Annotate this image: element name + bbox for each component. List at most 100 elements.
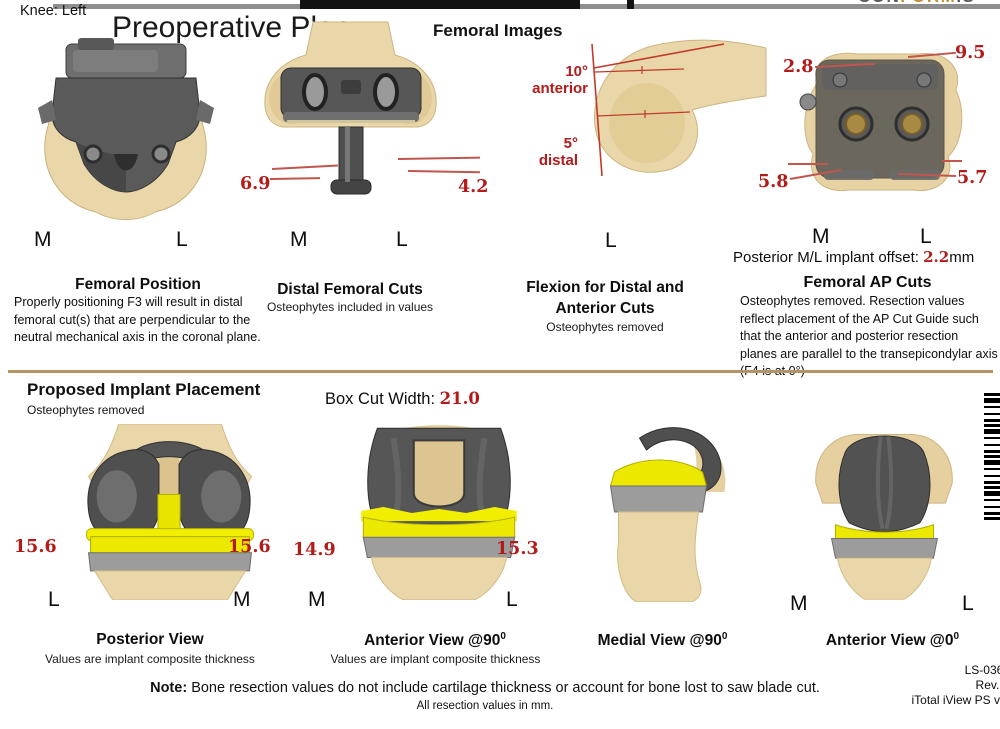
- box-cut: [412, 439, 466, 508]
- guide-slot: [302, 73, 328, 111]
- femoral-position-description: Properly positioning F3 will result in d…: [14, 295, 261, 344]
- screw-hole: [151, 144, 171, 164]
- anterior-90-view-caption: Anterior View @900: [364, 631, 506, 650]
- drill-bushing: [901, 113, 923, 135]
- implant-section-title: Proposed Implant Placement: [27, 380, 261, 399]
- logo-gold-part: FORM: [900, 0, 956, 6]
- anterior-angle-label: anterior: [532, 80, 588, 97]
- distal-angle-value: 5°: [563, 135, 578, 152]
- footer-note: Note: Bone resection values do not inclu…: [60, 680, 910, 696]
- medial-90-view-caption: Medial View @900: [597, 631, 728, 650]
- flexion-caption-line2: Anterior Cuts: [555, 300, 655, 317]
- logo-gray-part2: IS: [956, 0, 975, 6]
- lateral-label: L: [920, 225, 932, 248]
- measurement-line: [942, 160, 962, 162]
- tibia-bone: [93, 570, 247, 600]
- femoral-ap-cuts-caption: Femoral AP Cuts: [803, 274, 932, 291]
- box-cut-width: Box Cut Width: 21.0: [325, 389, 480, 409]
- lateral-label: L: [962, 592, 974, 615]
- medial-label: M: [290, 228, 308, 251]
- tibia-bone: [617, 511, 702, 602]
- femoral-images-title: Femoral Images: [433, 21, 563, 40]
- flexion-caption-line1: Flexion for Distal and: [526, 279, 684, 296]
- posterior-view-subcaption: Values are implant composite thickness: [45, 652, 255, 666]
- offset-unit: mm: [949, 249, 975, 266]
- knee-side-label: Knee: Left: [20, 3, 87, 19]
- distal-angle-label: distal: [538, 152, 578, 169]
- flexion-image: [591, 39, 767, 177]
- medial-label: M: [308, 588, 326, 611]
- distal-cut-value-medial: 6.9: [240, 174, 271, 194]
- document-info-block: LS-0367 Rev. A iTotal iView PS v1.: [840, 663, 1000, 708]
- thickness-value-right: 15.3: [496, 539, 539, 559]
- medial-label: M: [790, 592, 808, 615]
- lateral-label: L: [506, 588, 518, 611]
- box-cut-value: 21.0: [439, 389, 480, 408]
- guide-slot: [373, 73, 399, 111]
- medial-label: M: [233, 588, 251, 611]
- thickness-value-left: 15.6: [14, 537, 57, 557]
- measurement-line: [788, 163, 828, 165]
- lateral-label: L: [396, 228, 408, 251]
- anterior-90-view-image: [361, 425, 517, 600]
- note-label: Note:: [150, 680, 188, 696]
- distal-angle-line: [596, 111, 691, 117]
- tibial-tray: [830, 537, 939, 559]
- medial-90-view-image: [609, 427, 726, 602]
- anterior-0-view-caption: Anterior View @00: [825, 631, 960, 650]
- side-knob: [799, 93, 817, 111]
- document-number: LS-0367: [964, 663, 1000, 677]
- tibia-bone: [370, 556, 508, 600]
- posterior-view-image: [86, 424, 254, 600]
- ap-value-top-left: 2.8: [783, 57, 814, 77]
- guide-peg: [338, 126, 364, 187]
- tibial-tray: [87, 552, 253, 572]
- logo-gray-part: CON: [858, 0, 900, 6]
- conformis-logo: CONFORMIS: [858, 0, 1000, 6]
- posterior-view-caption: Posterior View: [96, 631, 204, 648]
- top-window-bar-notch: [627, 0, 634, 9]
- ap-value-bottom-left: 5.8: [758, 172, 789, 192]
- footer-note-subtext: All resection values in mm.: [416, 700, 554, 712]
- distal-femoral-cuts-caption: Distal Femoral Cuts: [277, 281, 423, 298]
- lateral-label: L: [605, 229, 617, 252]
- cut-slit: [287, 120, 415, 123]
- lateral-label: L: [48, 588, 60, 611]
- ap-value-bottom-right: 5.7: [957, 168, 988, 188]
- screw-hole: [83, 144, 103, 164]
- thickness-value-left: 14.9: [293, 540, 336, 560]
- ap-value-top-right: 9.5: [955, 43, 986, 63]
- anterior-0-view-image: [815, 434, 953, 600]
- femoral-component: [838, 435, 931, 532]
- barcode: [984, 393, 1000, 521]
- tibial-tray: [362, 536, 516, 558]
- implant-section-subtitle: Osteophytes removed: [27, 403, 145, 417]
- top-window-bar: [300, 0, 580, 9]
- anterior-90-view-subcaption: Values are implant composite thickness: [330, 652, 541, 666]
- distal-cut-value-lateral: 4.2: [458, 177, 489, 197]
- reference-line: [594, 68, 685, 73]
- medial-label: M: [34, 228, 52, 251]
- femoral-ap-cuts-description: Osteophytes removed. Resection values re…: [740, 294, 998, 378]
- distal-femoral-cuts-subcaption: Osteophytes included in values: [266, 300, 434, 314]
- document-revision: Rev. A: [975, 678, 1000, 692]
- anterior-angle-value: 10°: [565, 63, 588, 80]
- flexion-subcaption: Osteophytes removed: [546, 320, 664, 334]
- tibial-tray: [609, 485, 708, 513]
- femoral-position-caption: Femoral Position: [75, 276, 201, 293]
- thickness-value-right: 15.6: [228, 537, 271, 557]
- box-cut-label: Box Cut Width:: [325, 390, 436, 408]
- femoral-position-image: [38, 38, 214, 220]
- femoral-ap-cuts-image: [799, 52, 963, 192]
- anterior-angle-line: [593, 43, 725, 69]
- section-divider: [8, 370, 993, 373]
- offset-value: 2.2: [923, 248, 950, 266]
- lateral-label: L: [176, 228, 188, 251]
- medial-label: M: [812, 225, 830, 248]
- posterior-offset-line: Posterior M/L implant offset: 2.2mm: [733, 248, 974, 266]
- software-version: iTotal iView PS v1.: [911, 693, 1000, 707]
- flexion-axis-line: [591, 43, 603, 177]
- distal-femoral-cuts-image: [264, 21, 437, 195]
- note-text: Bone resection values do not include car…: [191, 680, 820, 696]
